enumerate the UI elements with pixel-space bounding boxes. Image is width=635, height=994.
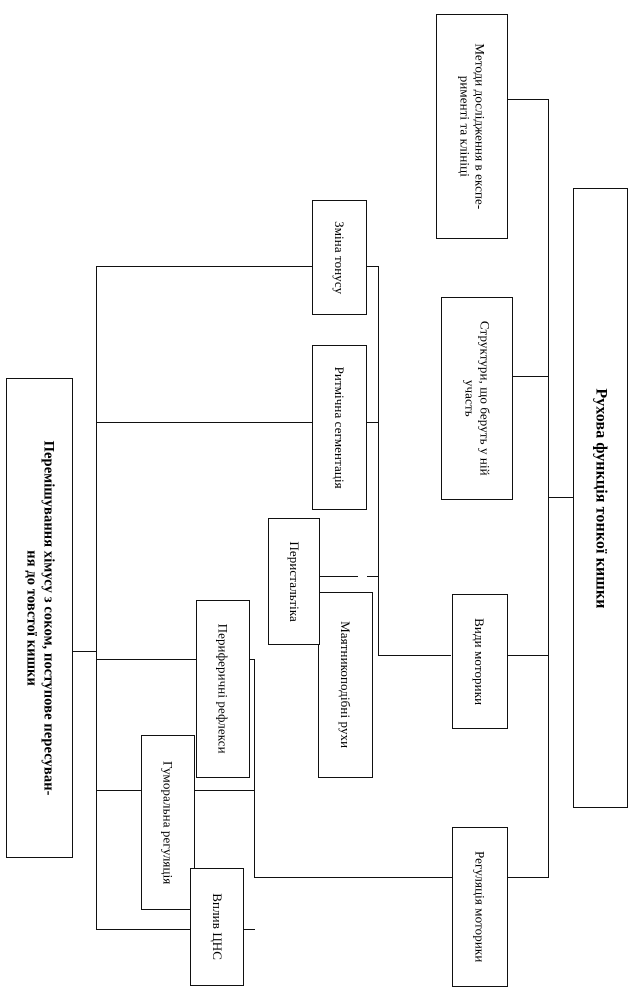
node-tone-change[interactable]: Зміна тонусу [312,200,367,315]
connector-regulation-out [254,877,452,878]
connector-cns-influence [243,929,255,930]
node-methods-label: Методи дослідження в експе- рименті та к… [457,43,488,210]
node-motility-types-label: Види моторики [472,617,488,706]
connector-structures [513,376,549,377]
connector-outcome-stub [73,651,96,652]
node-humoral-regulation[interactable]: Гуморальна регуляція [141,735,195,910]
connector-root-spine [548,99,549,877]
node-structures[interactable]: Структури, що беруть у ній участь [441,297,513,500]
connector-regulation-children-spine [254,659,255,877]
node-root[interactable]: Рухова функція тонкої кишки [573,188,628,808]
node-root-label: Рухова функція тонкої кишки [592,387,610,609]
node-pendulum-movements-label: Маятникоподібні рухи [338,621,354,749]
connector-motility-types [508,655,549,656]
node-cns-influence-label: Вплив ЦНС [209,893,225,961]
connector-rhythmic-segmentation [367,422,379,423]
node-outcome-label: Перемішування хімусу з соком, поступове … [23,440,57,796]
node-tone-change-label: Зміна тонусу [332,220,348,295]
connector-root-stub [548,497,573,498]
node-peripheral-reflexes-label: Периферичні рефлекси [215,623,231,755]
node-structures-label: Структури, що беруть у ній участь [462,321,493,476]
connector-motility-types-out [378,655,451,656]
connector-outcome-branch-humoral [96,790,145,791]
node-outcome[interactable]: Перемішування хімусу з соком, поступове … [6,378,73,858]
node-methods[interactable]: Методи дослідження в експе- рименті та к… [436,14,508,239]
connector-pendulum-movements [367,576,379,577]
node-peristalsis-label: Перистальтіка [286,541,302,622]
node-rhythmic-segmentation-label: Ритмічна сегментація [332,366,348,489]
node-rhythmic-segmentation[interactable]: Ритмічна сегментація [312,345,367,510]
connector-outcome-branch-rhythmic [96,422,312,423]
node-cns-influence[interactable]: Вплив ЦНС [190,868,244,986]
node-motility-regulation-label: Регуляція моторики [472,851,488,963]
connector-outcome-branch-tone [96,266,312,267]
connector-outcome-branch-cns [96,929,196,930]
node-pendulum-movements[interactable]: Маятникоподібні рухи [318,592,373,778]
node-motility-regulation[interactable]: Регуляція моторики [452,827,508,987]
connector-tone-change [367,266,379,267]
connector-peristalsis [305,576,358,577]
connector-humoral-regulation [194,790,255,791]
connector-outcome-spine [96,266,97,929]
node-motility-types[interactable]: Види моторики [452,594,508,729]
connector-methods [508,99,549,100]
node-peristalsis[interactable]: Перистальтіка [268,518,320,645]
connector-motility-children-spine [378,266,379,656]
connector-outcome-branch-peripheral [96,659,196,660]
connector-motility-regulation [508,877,549,878]
node-peripheral-reflexes[interactable]: Периферичні рефлекси [196,600,250,778]
node-humoral-regulation-label: Гуморальна регуляція [160,760,176,885]
